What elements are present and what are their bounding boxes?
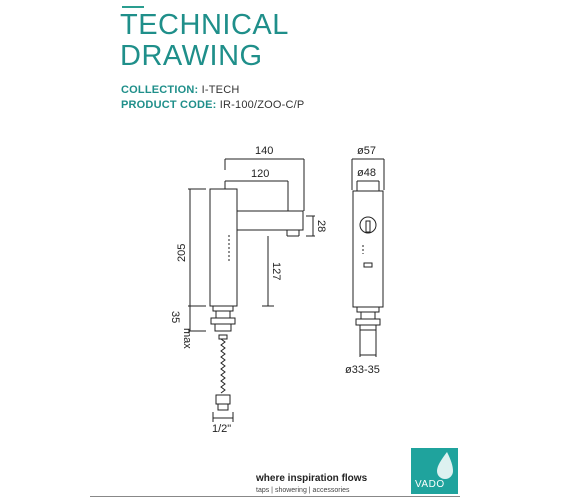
label-28: 28 — [315, 220, 327, 232]
collection-row: COLLECTION: I-TECH — [121, 84, 240, 96]
tap-body-front — [352, 190, 384, 308]
label-127: 127 — [270, 262, 282, 280]
label-max: max — [181, 328, 193, 349]
title-line-1: TECHNICAL — [120, 9, 289, 41]
base-flange-front — [356, 306, 380, 313]
braided-hose — [220, 338, 226, 394]
product-code-row: PRODUCT CODE: IR-100/ZOO-C/P — [121, 99, 304, 111]
logo-drop-icon — [437, 452, 453, 479]
footer-subline: taps | showering | accessories — [256, 487, 350, 494]
collection-label: COLLECTION: — [121, 84, 199, 96]
base-flange-side — [212, 305, 234, 312]
label-205: 205 — [176, 244, 188, 262]
base-nut-side — [210, 317, 236, 325]
hose-end-nut — [215, 394, 231, 405]
header-accent-bar — [122, 6, 144, 8]
title-line-2: DRAWING — [120, 40, 263, 72]
footer-tagline: where inspiration flows — [256, 473, 368, 484]
product-code-label: PRODUCT CODE: — [121, 99, 217, 111]
base-shank-front — [360, 311, 376, 320]
base-washer-side — [214, 323, 232, 332]
label-dia48: ø48 — [357, 167, 376, 179]
collection-value: I-TECH — [201, 84, 240, 96]
label-120: 120 — [251, 168, 269, 180]
footer-divider — [90, 496, 460, 497]
label-140: 140 — [255, 145, 273, 157]
indicator-slot — [363, 262, 373, 268]
base-washer-front — [359, 324, 377, 331]
tap-body-side — [209, 188, 238, 307]
product-code-value: IR-100/ZOO-C/P — [219, 99, 305, 111]
label-dia57: ø57 — [357, 145, 376, 157]
sensor-bar — [365, 220, 371, 233]
label-35: 35 — [169, 311, 181, 323]
hose-end-thread — [217, 403, 229, 411]
brand-logo: VADO — [411, 448, 458, 494]
page-title: TECHNICAL DRAWING — [120, 10, 289, 72]
label-thread: 1/2" — [212, 423, 231, 435]
brand-wordmark: VADO — [415, 479, 445, 490]
base-shank-side — [215, 310, 231, 319]
label-dia33-35: ø33-35 — [345, 364, 380, 376]
hose-top-fitting — [218, 334, 228, 340]
sensor-window — [359, 216, 377, 234]
tap-spout — [237, 210, 304, 231]
base-nut-front — [355, 318, 381, 326]
